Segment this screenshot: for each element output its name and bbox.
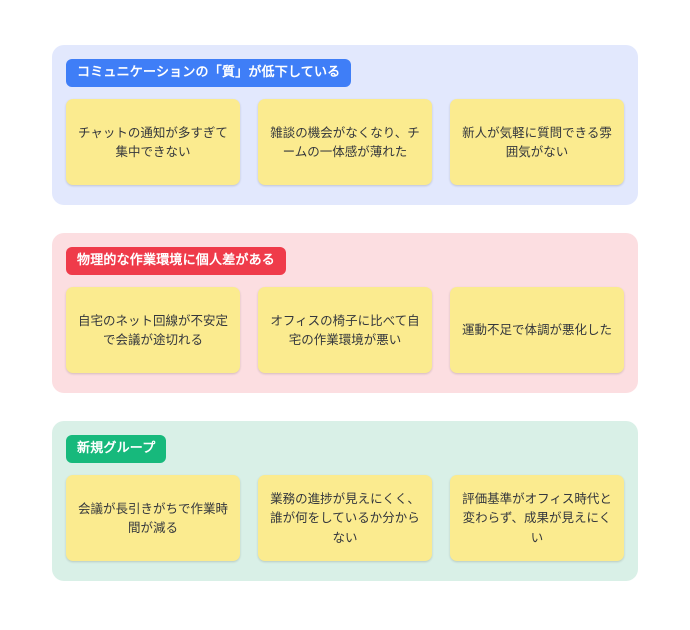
sticky-card-text: チャットの通知が多すぎて集中できない	[78, 124, 228, 159]
sticky-card-text: 自宅のネット回線が不安定で会議が途切れる	[78, 312, 229, 347]
sticky-card[interactable]: 新人が気軽に質問できる雰囲気がない	[450, 99, 624, 185]
card-list: 会議が長引きがちで作業時間が減る 業務の進捗が見えにくく、誰が何をしているか分か…	[66, 475, 624, 562]
group-header: 物理的な作業環境に個人差がある	[66, 247, 624, 275]
sticky-card[interactable]: チャットの通知が多すぎて集中できない	[66, 99, 240, 185]
group-header: 新規グループ	[66, 435, 624, 463]
sticky-card-text: 評価基準がオフィス時代と変わらず、成果が見えにくい	[462, 491, 612, 545]
group-label-badge[interactable]: 物理的な作業環境に個人差がある	[66, 247, 287, 275]
sticky-card[interactable]: 雑談の機会がなくなり、チームの一体感が薄れた	[258, 99, 432, 185]
group-panel-physical-work-environment[interactable]: 物理的な作業環境に個人差がある 自宅のネット回線が不安定で会議が途切れる オフィ…	[52, 233, 638, 393]
group-header: コミュニケーションの「質」が低下している	[66, 59, 624, 87]
card-list: チャットの通知が多すぎて集中できない 雑談の機会がなくなり、チームの一体感が薄れ…	[66, 99, 624, 185]
group-panel-new[interactable]: 新規グループ 会議が長引きがちで作業時間が減る 業務の進捗が見えにくく、誰が何を…	[52, 421, 638, 582]
card-list: 自宅のネット回線が不安定で会議が途切れる オフィスの椅子に比べて自宅の作業環境が…	[66, 287, 624, 373]
group-label-badge[interactable]: コミュニケーションの「質」が低下している	[66, 59, 352, 87]
sticky-card-text: 運動不足で体調が悪化した	[462, 322, 613, 338]
sticky-card[interactable]: オフィスの椅子に比べて自宅の作業環境が悪い	[258, 287, 432, 373]
group-panel-communication-quality[interactable]: コミュニケーションの「質」が低下している チャットの通知が多すぎて集中できない …	[52, 45, 638, 205]
sticky-card[interactable]: 自宅のネット回線が不安定で会議が途切れる	[66, 287, 240, 373]
sticky-card-text: 新人が気軽に質問できる雰囲気がない	[462, 124, 612, 159]
sticky-card-text: オフィスの椅子に比べて自宅の作業環境が悪い	[270, 312, 420, 347]
group-label-badge[interactable]: 新規グループ	[66, 435, 167, 463]
sticky-card-text: 雑談の機会がなくなり、チームの一体感が薄れた	[270, 124, 420, 159]
sticky-card[interactable]: 会議が長引きがちで作業時間が減る	[66, 475, 240, 562]
sticky-card[interactable]: 評価基準がオフィス時代と変わらず、成果が見えにくい	[450, 475, 624, 562]
sticky-card-text: 業務の進捗が見えにくく、誰が何をしているか分からない	[270, 491, 420, 545]
sticky-card-text: 会議が長引きがちで作業時間が減る	[78, 500, 229, 536]
sticky-card[interactable]: 業務の進捗が見えにくく、誰が何をしているか分からない	[258, 475, 432, 562]
sticky-card[interactable]: 運動不足で体調が悪化した	[450, 287, 624, 373]
